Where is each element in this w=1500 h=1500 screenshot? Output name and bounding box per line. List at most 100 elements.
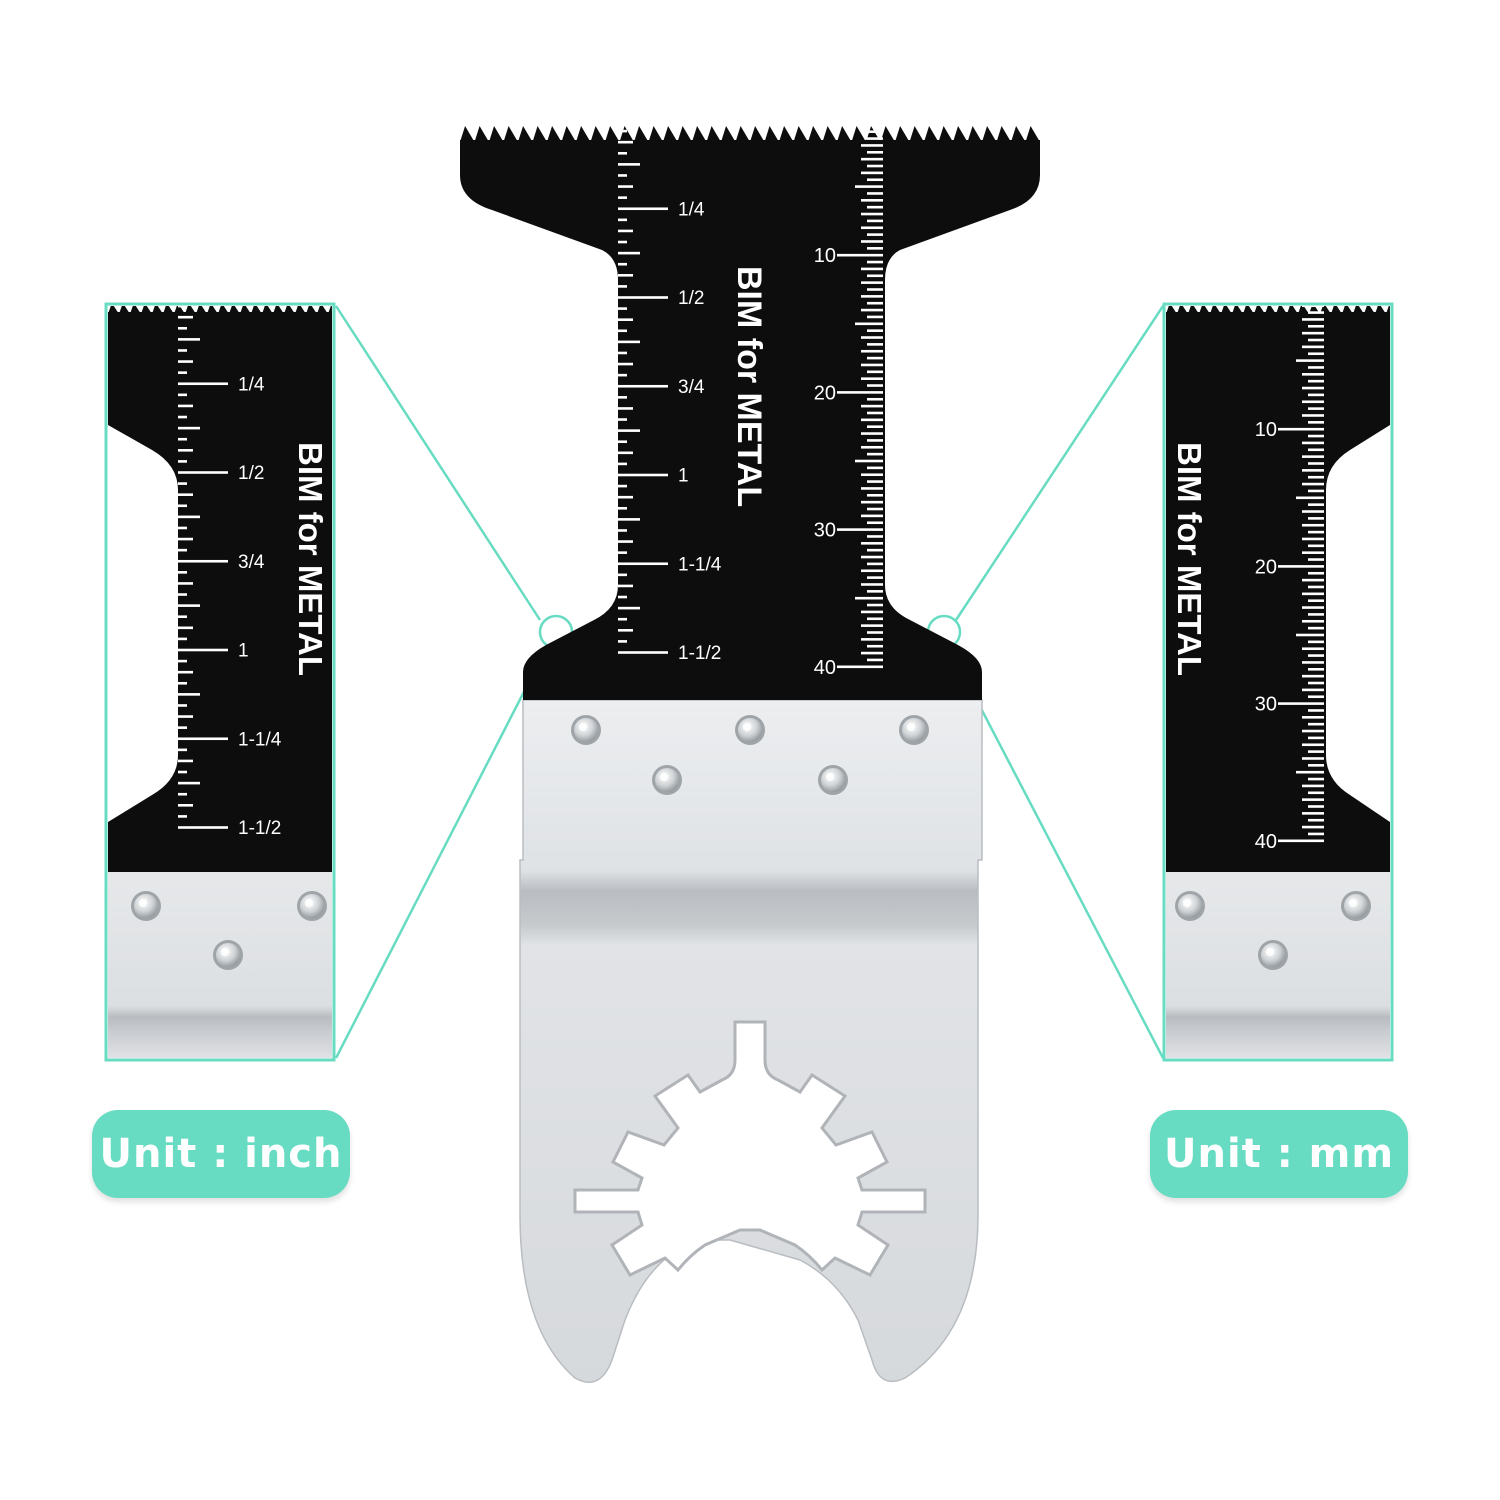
scale-tick <box>178 693 200 696</box>
scale-tick <box>1278 427 1324 431</box>
scale-tick <box>618 384 668 388</box>
scale-tick <box>867 384 883 387</box>
scale-tick <box>861 555 883 559</box>
scale-tick <box>1308 805 1324 808</box>
scale-tick <box>1308 530 1324 534</box>
scale-tick <box>837 391 883 394</box>
rivet-icon <box>131 891 161 921</box>
scale-tick <box>618 529 627 532</box>
scale-tick <box>837 665 883 669</box>
scale-tick <box>867 219 883 223</box>
scale-tick <box>178 648 228 652</box>
scale-tick <box>178 306 187 308</box>
rivet-icon <box>652 765 682 795</box>
scale-tick <box>1308 626 1324 630</box>
scale-tick <box>178 681 187 685</box>
scale-tick <box>1296 291 1324 294</box>
scale-tick <box>867 274 883 278</box>
scale-tick <box>1308 503 1324 506</box>
scale-tick <box>867 535 883 538</box>
scale-tick <box>618 595 627 599</box>
scale-tick <box>1308 750 1324 753</box>
scale-tick-label: 20 <box>814 382 836 404</box>
scale-tick <box>1308 736 1324 740</box>
scale-tick <box>1302 373 1324 376</box>
scale-tick <box>861 281 883 284</box>
scale-tick-label: 1-1/2 <box>238 818 281 839</box>
scale-tick <box>1302 619 1324 623</box>
scale-tick <box>867 548 883 552</box>
scale-tick <box>861 418 883 422</box>
scale-tick <box>1308 777 1324 781</box>
scale-tick <box>1302 716 1324 719</box>
scale-tick <box>618 174 627 177</box>
scale-tick <box>618 373 627 377</box>
scale-tick <box>867 370 883 374</box>
scale-tick <box>618 418 627 421</box>
rivet-icon <box>1341 891 1371 921</box>
scale-tick <box>1302 318 1324 321</box>
scale-tick <box>1302 482 1324 486</box>
detail-inch-teeth <box>108 306 332 318</box>
scale-tick <box>618 540 633 543</box>
scale-tick <box>867 576 883 579</box>
scale-tick <box>618 185 633 188</box>
scale-tick <box>837 528 883 531</box>
scale-tick <box>1302 825 1324 829</box>
scale-tick <box>1308 544 1324 548</box>
scale-tick <box>861 500 883 504</box>
detail-inch-label: BIM for METAL <box>292 442 329 676</box>
scale-tick <box>861 638 883 641</box>
scale-tick <box>861 377 883 380</box>
scale-tick <box>178 659 187 663</box>
scale-tick <box>867 301 883 305</box>
scale-tick <box>1302 523 1324 527</box>
scale-tick <box>1302 537 1324 541</box>
scale-tick <box>861 542 883 545</box>
scale-tick <box>861 487 883 490</box>
scale-tick <box>1308 366 1324 369</box>
scale-tick <box>178 726 187 729</box>
scale-tick <box>1308 695 1324 699</box>
scale-tick <box>867 439 883 442</box>
scale-tick <box>178 804 193 807</box>
scale-tick <box>178 759 193 763</box>
scale-tick <box>618 518 640 521</box>
scale-tick <box>1308 421 1324 424</box>
scale-tick <box>1308 832 1324 836</box>
scale-tick <box>861 610 883 614</box>
scale-tick <box>861 473 883 477</box>
scale-tick <box>1308 338 1324 342</box>
scale-tick <box>1302 578 1324 582</box>
scale-tick <box>1308 379 1324 383</box>
scale-tick <box>618 429 640 432</box>
detail-inch-scale: 1/41/23/411-1/41-1/2 <box>178 306 282 839</box>
scale-tick <box>618 329 627 333</box>
rivet-icon <box>213 940 243 970</box>
scale-tick <box>618 396 627 399</box>
scale-tick <box>867 590 883 593</box>
scale-tick <box>178 493 193 496</box>
scale-tick <box>1278 839 1324 843</box>
scale-tick <box>178 482 187 485</box>
scale-tick-label: 1-1/2 <box>678 643 721 664</box>
scale-tick <box>855 596 883 600</box>
scale-tick <box>861 363 883 367</box>
scale-tick <box>618 307 627 310</box>
scale-tick <box>178 449 193 452</box>
scale-tick-label: 1/4 <box>678 199 705 220</box>
scale-tick <box>1278 702 1324 705</box>
scale-tick <box>618 274 633 277</box>
scale-tick-label: 1-1/4 <box>678 554 722 575</box>
scale-tick <box>861 514 883 518</box>
scale-tick <box>178 615 187 619</box>
scale-tick <box>861 267 883 271</box>
scale-tick <box>1308 791 1324 795</box>
scale-tick <box>1308 818 1324 822</box>
scale-tick <box>178 559 228 563</box>
scale-tick <box>1308 668 1324 671</box>
scale-tick <box>1302 784 1324 788</box>
scale-tick <box>867 411 883 415</box>
